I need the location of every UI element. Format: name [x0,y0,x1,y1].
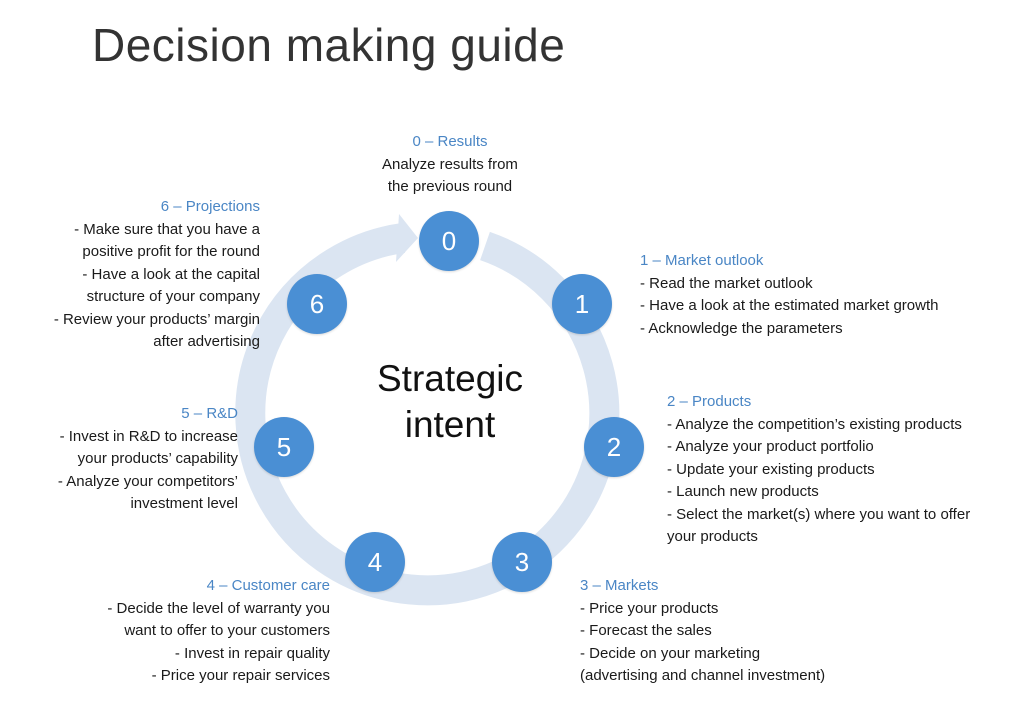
step-line: the previous round [387,178,513,195]
step-line: - Acknowledge the parameters [640,319,843,337]
step-heading: 5 – R&D [181,405,238,422]
step-line: - Decide on your marketing [580,644,761,662]
step-text-5: 5 – R&D - Invest in R&D to increase your… [20,403,238,516]
cycle-arrowhead-icon [396,214,418,262]
step-line: after advertising [153,333,260,350]
step-line: structure of your company [86,288,260,305]
step-text-0: 0 – Results Analyze results from the pre… [340,131,560,199]
step-text-4: 4 – Customer care - Decide the level of … [40,575,330,688]
step-line: your products [667,528,758,545]
step-line: - Make sure that you have a [74,220,260,238]
step-heading: 0 – Results [412,133,488,150]
step-line: Analyze results from [382,155,518,173]
step-heading: 2 – Products [667,393,752,410]
step-line: - Analyze the competition’s existing pro… [667,415,962,433]
step-node-5: 5 [254,417,314,477]
step-line: positive profit for the round [82,243,260,260]
center-label-line: intent [404,404,496,445]
step-line: your products’ capability [77,450,238,467]
step-node-3: 3 [492,532,552,592]
step-line: - Invest in R&D to increase [59,427,238,445]
step-node-2: 2 [584,417,644,477]
step-line: - Select the market(s) where you want to… [667,505,971,523]
step-line: - Analyze your product portfolio [667,438,874,455]
step-text-1: 1 – Market outlook - Read the market out… [640,250,1020,340]
step-heading: 3 – Markets [580,577,659,594]
step-text-6: 6 – Projections - Make sure that you hav… [10,196,260,354]
step-text-2: 2 – Products - Analyze the competition’s… [667,391,1022,549]
step-line: - Forecast the sales [580,622,712,639]
step-line: - Read the market outlook [640,274,813,292]
step-line: - Decide the level of warranty you [107,599,330,617]
step-line: investment level [130,495,238,512]
step-heading: 6 – Projections [160,198,260,215]
step-line: - Invest in repair quality [174,644,330,662]
center-label-line: Strategic [376,358,523,399]
step-heading: 4 – Customer care [206,577,330,594]
step-node-6: 6 [287,274,347,334]
step-text-3: 3 – Markets - Price your products - Fore… [580,575,910,688]
step-node-1: 1 [552,274,612,334]
page-title: Decision making guide [92,19,566,71]
step-line: - Analyze your competitors’ [57,472,238,490]
step-line: - Price your repair services [151,667,330,684]
step-line: - Update your existing products [667,460,875,478]
step-line: (advertising and channel investment) [580,667,826,684]
step-heading: 1 – Market outlook [640,252,764,269]
step-line: want to offer to your customers [124,622,330,639]
step-line: - Launch new products [667,483,819,500]
step-node-0: 0 [419,211,479,271]
step-line: - Have a look at the capital [82,265,260,283]
step-line: - Review your products’ margin [53,310,260,328]
center-label: Strategic intent [350,356,550,448]
step-line: - Price your products [580,599,719,617]
step-node-4: 4 [345,532,405,592]
step-line: - Have a look at the estimated market gr… [640,297,939,314]
